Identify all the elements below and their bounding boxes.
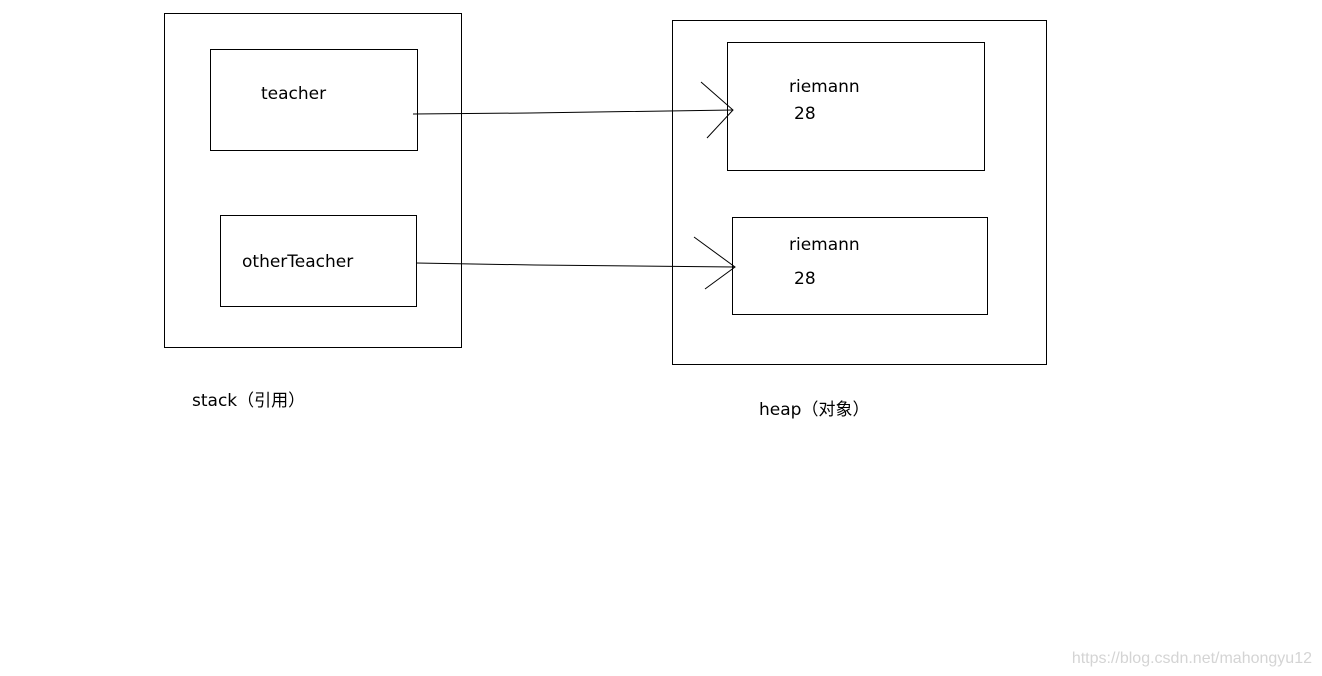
other-teacher-ref-box [220, 215, 417, 307]
other-teacher-ref-label: otherTeacher [242, 252, 354, 272]
heap-object-1-name: riemann [789, 77, 860, 97]
heap-object-2-age: 28 [794, 269, 816, 289]
heap-object-1 [727, 42, 985, 171]
heap-region [672, 20, 1047, 365]
heap-object-2 [732, 217, 988, 315]
heap-caption: heap（对象） [759, 400, 870, 420]
teacher-ref-label: teacher [261, 84, 327, 104]
stack-caption: stack（引用） [192, 391, 306, 411]
arrow-teacher-to-object-1 [412, 81, 734, 139]
arrow-other-teacher-to-object-2 [415, 236, 736, 290]
teacher-ref-box [210, 49, 418, 151]
stack-region [164, 13, 462, 348]
heap-object-1-age: 28 [794, 104, 816, 124]
heap-object-2-name: riemann [789, 235, 860, 255]
watermark: https://blog.csdn.net/mahongyu12 [1071, 650, 1312, 667]
